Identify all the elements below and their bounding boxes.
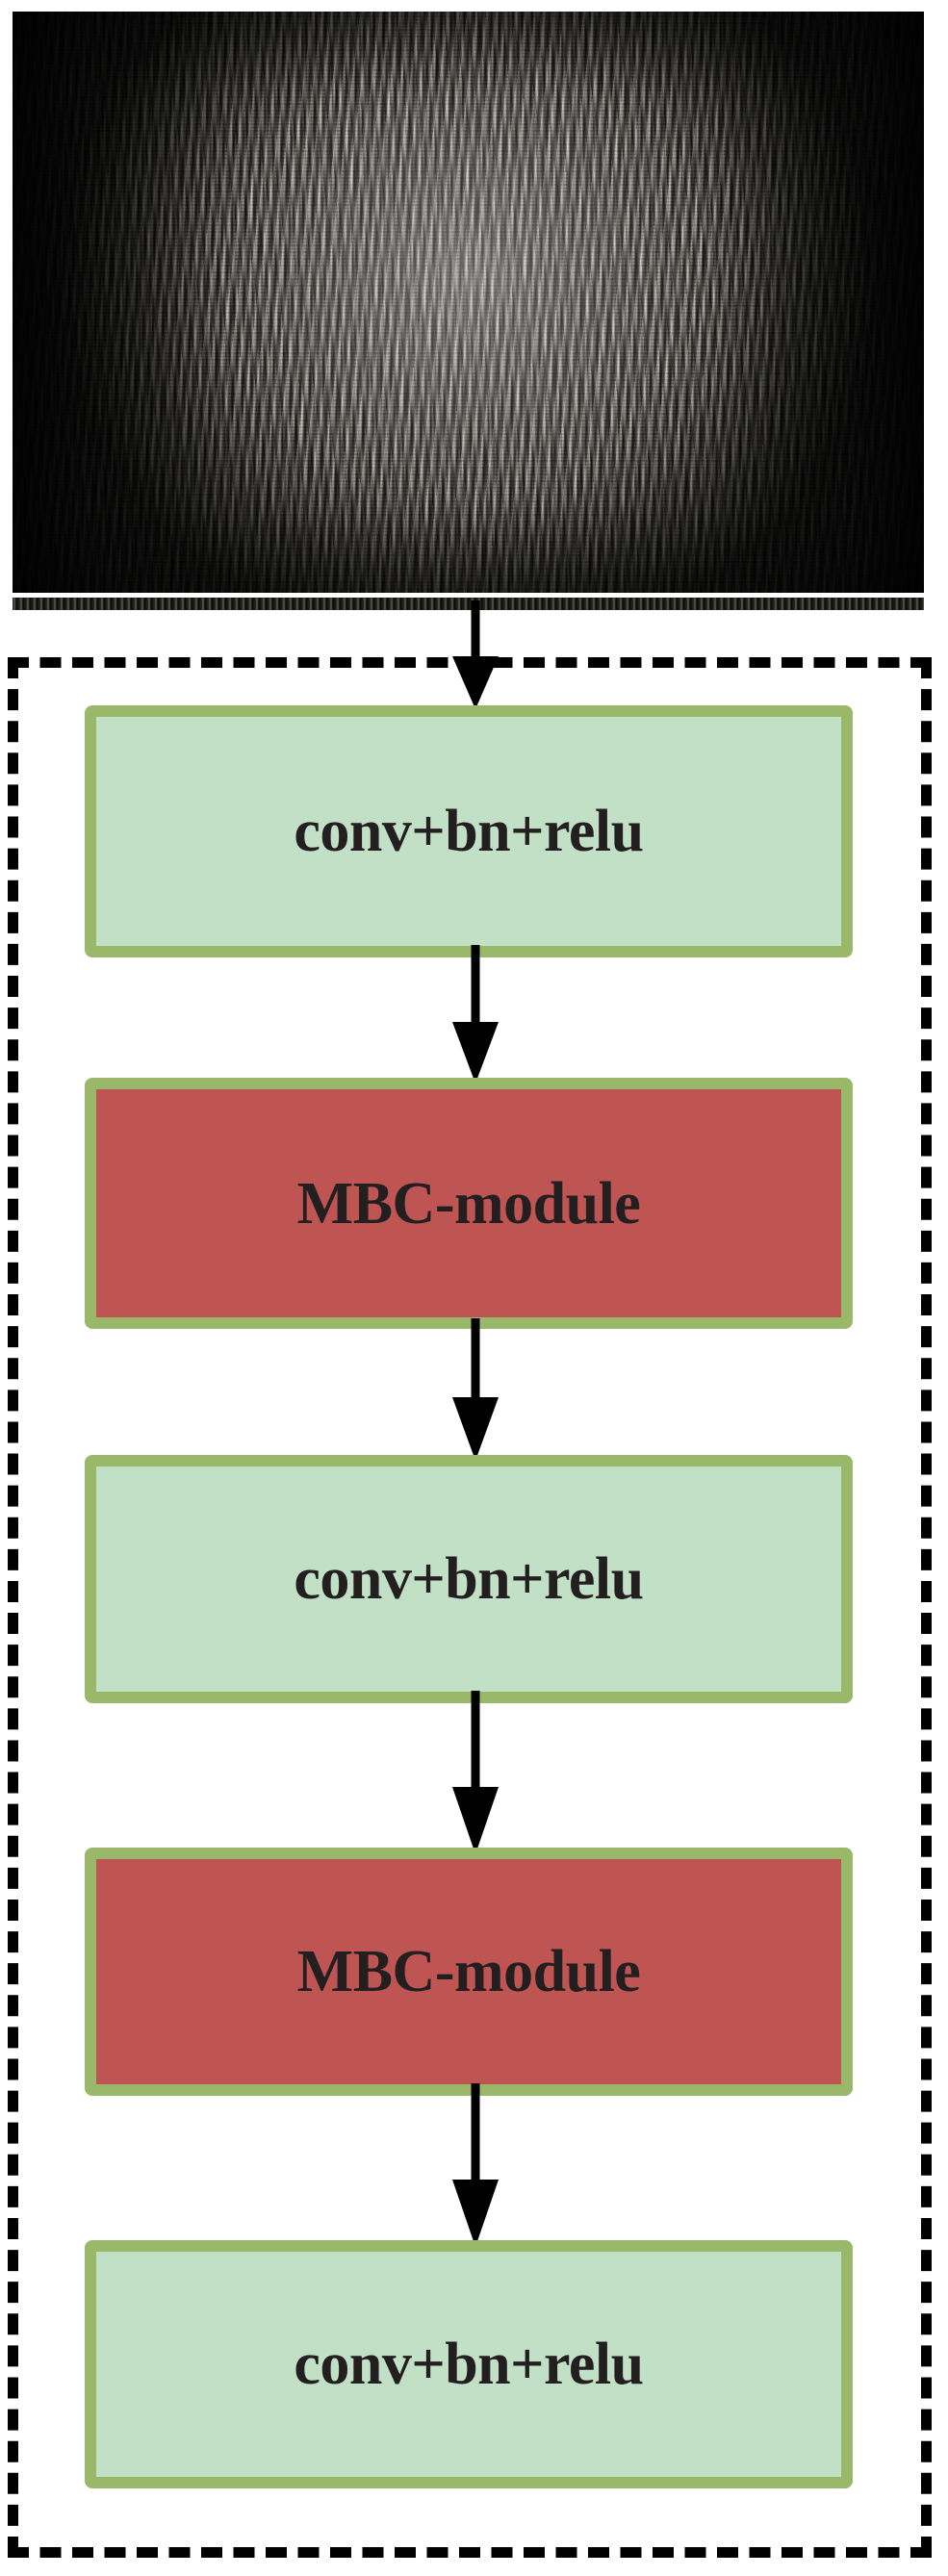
texture-edge-shading [13,12,924,593]
block-mbc-module-2[interactable]: MBC-module [85,1848,853,2096]
block-label: MBC-module [296,1170,641,1237]
block-label: conv+bn+relu [294,2332,644,2397]
backbone-container [8,657,932,2558]
block-label: MBC-module [296,1939,641,2004]
block-conv-bn-relu-1[interactable]: conv+bn+relu [85,705,853,957]
block-conv-bn-relu-2[interactable]: conv+bn+relu [85,1455,853,1703]
block-conv-bn-relu-3[interactable]: conv+bn+relu [85,2240,853,2488]
block-label: conv+bn+relu [294,799,644,864]
block-label: conv+bn+relu [294,1546,644,1612]
input-texture-image [13,12,924,593]
block-mbc-module-1[interactable]: MBC-module [85,1078,853,1329]
input-image-underbar [13,598,924,610]
